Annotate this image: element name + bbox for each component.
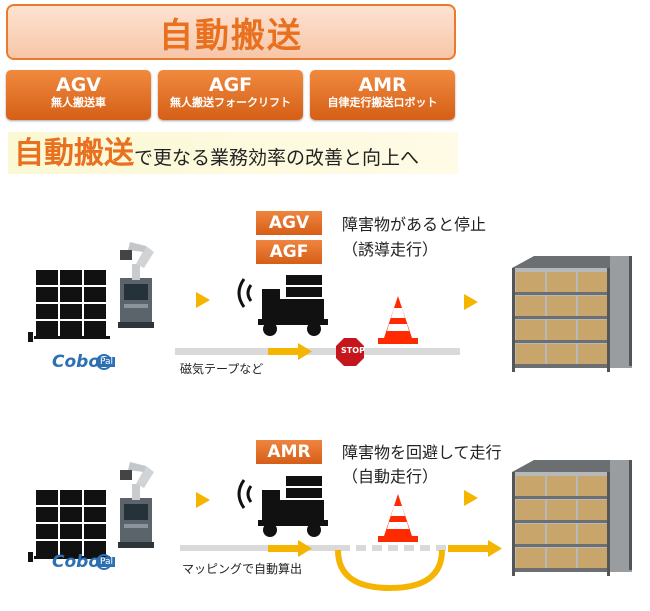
tag-agf: AGF [256, 240, 322, 264]
track-line [175, 348, 460, 355]
flow-arrow-icon [196, 492, 210, 508]
tag-agv: AGV [256, 211, 322, 235]
guide-arrow-shaft [268, 545, 298, 552]
traffic-cone-icon [378, 296, 418, 344]
title-banner: 自動搬送 [6, 4, 456, 60]
traffic-cone-icon [378, 494, 418, 542]
type-button-agv[interactable]: AGV 無人搬送車 [6, 70, 151, 120]
storage-shelf-icon [512, 460, 632, 576]
cobopal-logo: Cobo [52, 552, 101, 572]
type-button-amr[interactable]: AMR 自律走行搬送ロボット [310, 70, 455, 120]
row1-path-label: 磁気テープなど [180, 362, 264, 376]
tagline-rest: で更なる業務効率の改善と向上へ [134, 147, 420, 169]
cobopal-logo: Cobo [52, 352, 101, 372]
type-label: AMR [358, 74, 407, 96]
row2-note-line2: （自動走行） [342, 467, 439, 486]
detour-path [335, 549, 445, 592]
type-sub-label: 無人搬送車 [51, 96, 106, 109]
agv-truck-icon [237, 273, 330, 338]
type-sub-label: 無人搬送フォークリフト [170, 96, 291, 109]
type-button-agf[interactable]: AGF 無人搬送フォークリフト [158, 70, 303, 120]
row2-path-label: マッピングで自動算出 [182, 562, 303, 576]
guide-arrow-head [298, 540, 312, 557]
type-label: AGF [208, 74, 253, 96]
cobot-robot-icon [118, 242, 154, 328]
amr-truck-icon [237, 474, 330, 539]
stop-sign-label: STOP [341, 346, 365, 355]
tagline: 自動搬送 で更なる業務効率の改善と向上へ [8, 132, 458, 174]
row1-note-line1: 障害物があると停止 [342, 215, 487, 234]
cobopal-logo-badge: Pal [98, 557, 116, 567]
flow-arrow-icon [464, 294, 478, 310]
guide-arrow-shaft [268, 348, 298, 355]
storage-shelf-icon [512, 256, 632, 372]
tag-amr: AMR [256, 440, 322, 464]
guide-arrow-head [488, 540, 502, 557]
stop-sign-icon [336, 338, 364, 366]
guide-arrow-shaft [448, 545, 488, 552]
type-sub-label: 自律走行搬送ロボット [327, 96, 438, 109]
package-stack-icon [28, 270, 110, 342]
row2-note-line1: 障害物を回避して走行 [342, 443, 502, 462]
type-label: AGV [55, 74, 101, 96]
track-line [180, 545, 340, 551]
guide-arrow-head [298, 343, 312, 360]
title-text: 自動搬送 [159, 15, 303, 56]
flow-arrow-icon [196, 292, 210, 308]
row1-note-line2: （誘導走行） [342, 240, 439, 259]
cobot-robot-icon [118, 462, 154, 548]
cobopal-logo-badge: Pal [98, 357, 116, 367]
tagline-emphasis: 自動搬送 [14, 136, 134, 171]
flow-arrow-icon [464, 490, 478, 506]
